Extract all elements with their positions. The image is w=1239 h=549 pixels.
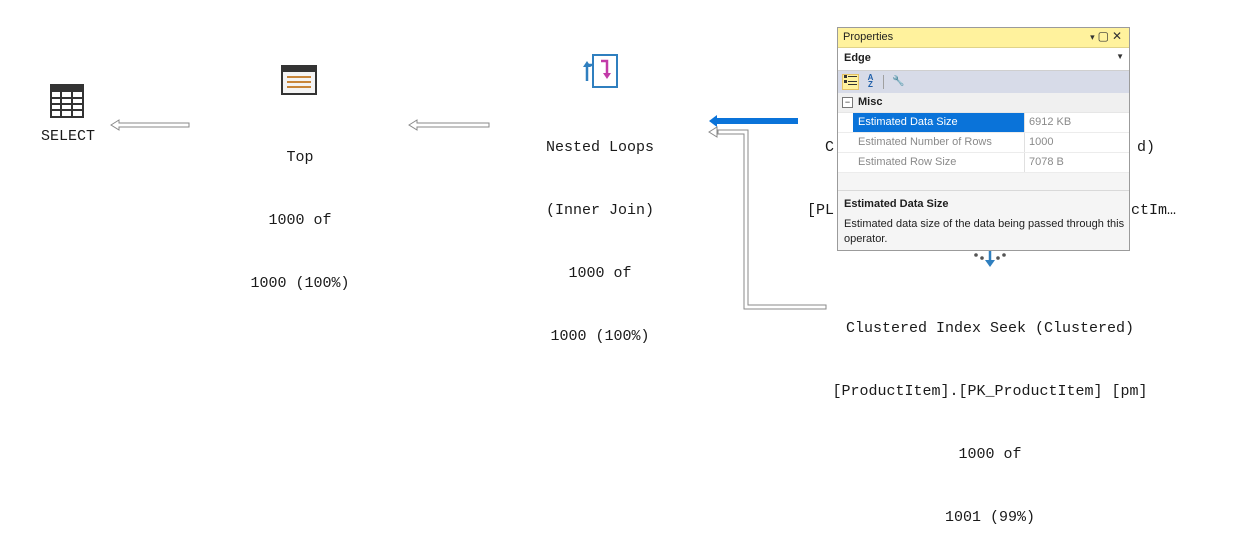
nested-loops-label-rows: 1000 of [568,265,632,282]
description-title: Estimated Data Size [844,198,949,210]
property-description-panel: Estimated Data Size Estimated data size … [838,190,1129,250]
property-name: Estimated Number of Rows [853,133,1025,152]
collapse-toggle-icon[interactable]: − [842,97,853,108]
object-selector-dropdown[interactable]: Edge ▼ [838,48,1129,71]
property-grid: − Misc Estimated Data Size 6912 KB Estim… [838,93,1129,173]
nested-loops-label-name: Nested Loops [545,139,655,156]
window-menu-icon[interactable]: ▾ [1090,32,1098,42]
top-label: Top 1000 of 1000 (100%) [230,105,370,315]
select-icon[interactable] [50,84,84,118]
properties-title-bar[interactable]: Properties ▾▢✕ [838,28,1129,48]
chevron-down-icon[interactable]: ▼ [1116,52,1124,61]
nested-loops-label-join: (Inner Join) [545,202,655,219]
seek-label-total: 1001 (99%) [944,509,1035,526]
arrow-nested-to-top[interactable] [408,118,492,132]
description-text: Estimated data size of the data being pa… [844,218,1125,245]
nested-loops-icon[interactable] [583,53,619,89]
nested-loops-label: Nested Loops (Inner Join) 1000 of 1000 (… [520,95,680,368]
seek-label-rows: 1000 of [958,446,1022,463]
clustered-index-seek-icon[interactable] [972,251,1008,269]
close-icon[interactable]: ✕ [1111,29,1125,43]
category-label: Misc [858,96,883,108]
upper-scan-label-right: d) ctIm… [1131,95,1191,242]
top-operator-icon[interactable] [281,65,317,95]
top-label-total: 1000 (100%) [250,275,350,292]
properties-title: Properties [843,31,894,43]
upper-scan-label-left: C [PL [807,95,837,242]
top-label-rows: 1000 of [268,212,332,229]
upper-scan-label-right-line1: d) [1137,139,1156,156]
toolbar-separator [883,75,884,89]
seek-label-object: [ProductItem].[PK_ProductItem] [pm] [832,383,1148,400]
top-label-name: Top [286,149,314,166]
property-row-estimated-row-size[interactable]: Estimated Row Size 7078 B [838,153,1129,173]
property-pages-wrench-icon[interactable]: 🔧 [892,76,905,87]
nested-loops-label-total: 1000 (100%) [550,328,650,345]
property-row-estimated-data-size[interactable]: Estimated Data Size 6912 KB [838,113,1129,133]
seek-label: Clustered Index Seek (Clustered) [Produc… [800,276,1180,549]
property-value: 7078 B [1029,156,1064,168]
arrow-top-to-select[interactable] [110,118,192,132]
arrow-upper-scan-to-nested-selected[interactable] [708,114,800,128]
window-control-buttons[interactable]: ▾▢✕ [1090,29,1125,43]
object-selector-value: Edge [844,52,871,64]
categorized-view-icon[interactable] [842,74,859,90]
property-value: 6912 KB [1029,116,1072,128]
category-misc[interactable]: − Misc [838,93,1129,113]
property-value: 1000 [1029,136,1054,148]
select-label: SELECT [40,128,95,145]
seek-label-name: Clustered Index Seek (Clustered) [845,320,1135,337]
maximize-icon[interactable]: ▢ [1097,29,1112,43]
upper-scan-label-left-line2: [PL [807,202,835,219]
arrow-seek-to-nested[interactable] [708,125,828,311]
property-row-estimated-number-of-rows[interactable]: Estimated Number of Rows 1000 [838,133,1129,153]
property-name: Estimated Data Size [853,113,1025,132]
upper-scan-label-left-line1: C [825,139,835,156]
property-name: Estimated Row Size [853,153,1025,172]
upper-scan-label-right-line2: ctIm… [1131,202,1177,219]
